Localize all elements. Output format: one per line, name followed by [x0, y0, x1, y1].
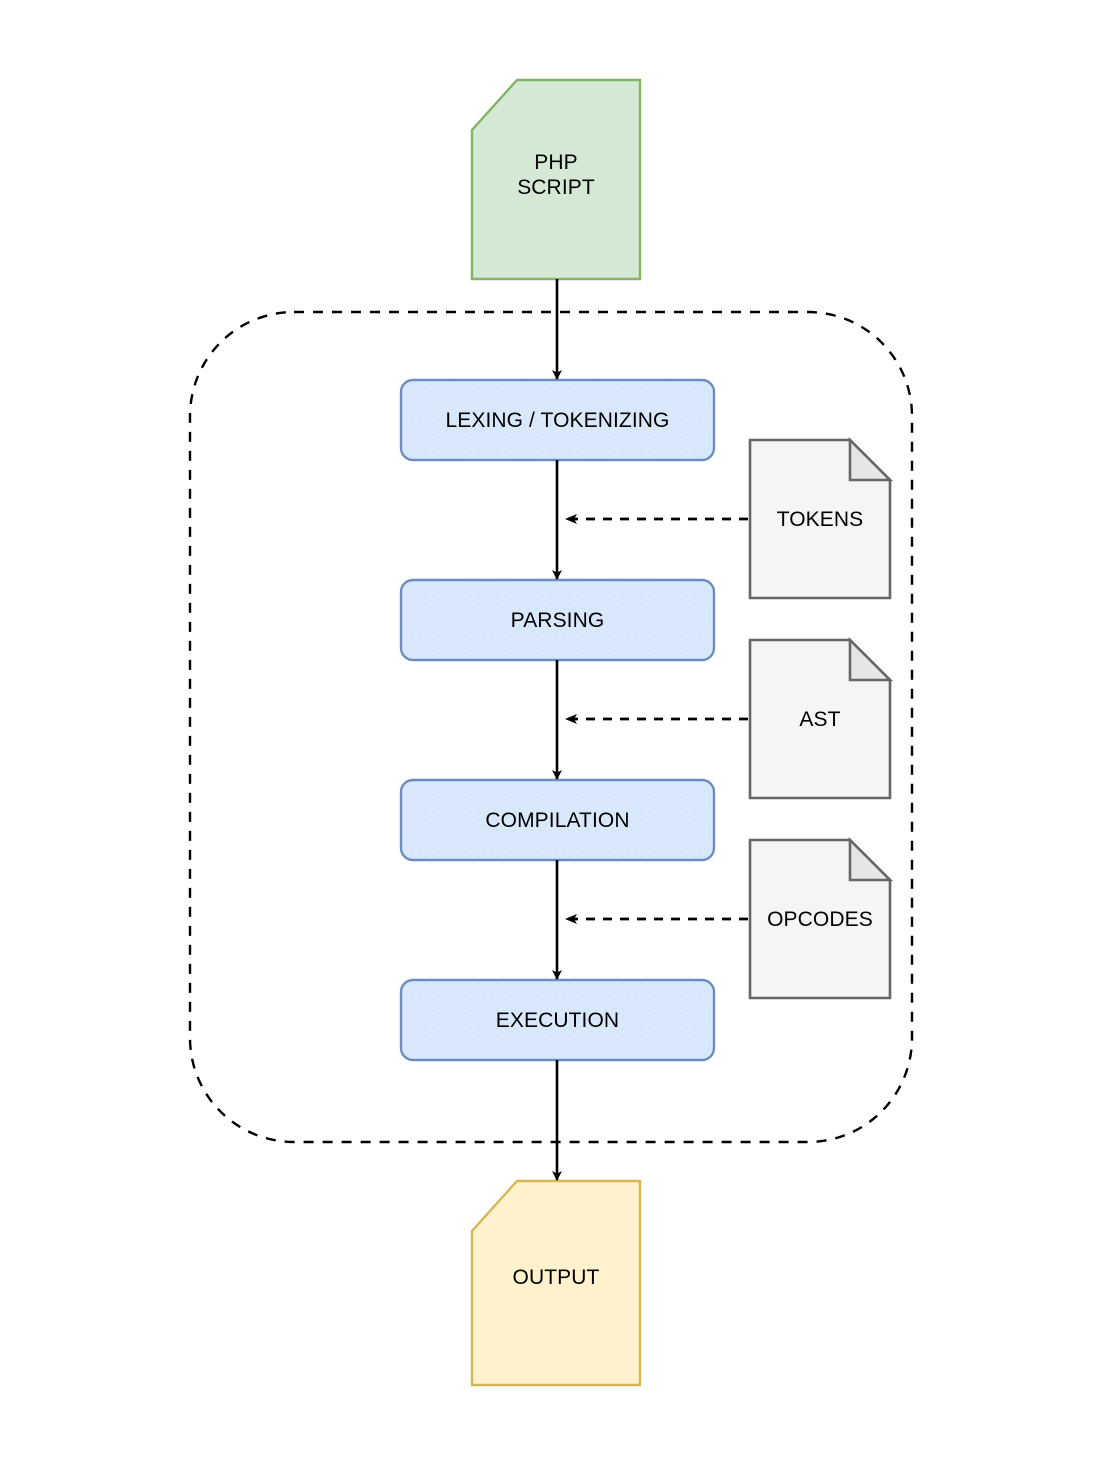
artifact-doc-ast[interactable]: [748, 636, 894, 800]
doc-fold-icon: [848, 836, 894, 882]
output-shape: [470, 1179, 642, 1387]
artifact-doc-tokens[interactable]: [748, 436, 894, 600]
stage-box-execution[interactable]: [399, 978, 716, 1062]
php-script-shape: [470, 78, 642, 281]
stage-box-compilation[interactable]: [399, 778, 716, 862]
doc-fold-icon: [848, 436, 894, 482]
php-engine-boundary: [188, 310, 914, 1144]
stage-box-lexing[interactable]: [399, 378, 716, 462]
artifact-doc-opcodes[interactable]: [748, 836, 894, 1000]
doc-fold-icon: [848, 636, 894, 682]
stage-box-parsing[interactable]: [399, 578, 716, 662]
